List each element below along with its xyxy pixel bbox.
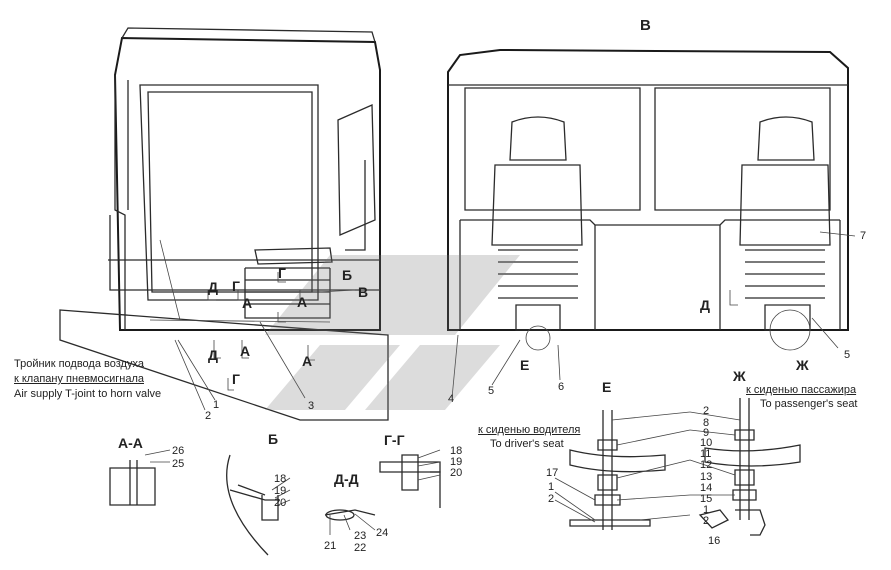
callout-19: 19 [274, 485, 287, 497]
callout-5: 5 [844, 349, 851, 361]
callout-11: 11 [700, 448, 712, 460]
section-title-e: Е [602, 379, 612, 395]
callout-2: 2 [703, 405, 710, 417]
callout-10: 10 [700, 437, 713, 449]
detail-e [554, 410, 691, 530]
callout-14: 14 [700, 482, 713, 494]
marker-b: Б [342, 267, 353, 283]
callout-5: 5 [488, 385, 495, 397]
section-g-g [379, 449, 441, 508]
caption-tee-en: Air supply T-joint to horn valve [14, 388, 162, 400]
section-title-a-a: А-А [118, 435, 143, 451]
callout-6: 6 [558, 381, 565, 393]
callout-3: 3 [308, 400, 315, 412]
section-a-a [109, 449, 171, 506]
marker-a: А [297, 294, 308, 310]
marker-a: А [242, 295, 253, 311]
section-b [226, 454, 291, 556]
marker-g: Г [232, 278, 240, 294]
callout-18: 18 [274, 473, 287, 485]
section-d-d [324, 509, 376, 535]
callout-16: 16 [708, 535, 721, 547]
marker-v: В [358, 284, 369, 300]
caption-driver-en: To driver's seat [490, 438, 564, 450]
marker-a: А [302, 353, 313, 369]
rear-view-label: В [640, 17, 651, 34]
section-title-g-g: Г-Г [384, 432, 405, 448]
callout-22: 22 [354, 542, 367, 554]
callout-2: 2 [548, 493, 555, 505]
callout-12: 12 [700, 459, 713, 471]
cab-rear-view [447, 48, 856, 399]
marker-zh: Ж [796, 357, 809, 373]
caption-pass-ru: к сиденью пассажира [746, 384, 857, 396]
callout-8: 8 [703, 417, 710, 429]
marker-a: А [240, 343, 251, 359]
callout-1: 1 [548, 481, 555, 493]
callout-21: 21 [324, 540, 337, 552]
marker-g: Г [278, 265, 286, 281]
callout-17: 17 [546, 467, 559, 479]
callout-24: 24 [376, 527, 389, 539]
callout-15: 15 [700, 493, 713, 505]
cab-side-view [59, 27, 389, 421]
callout-7: 7 [860, 230, 867, 242]
callout-25: 25 [172, 458, 185, 470]
section-title-zh: Ж [733, 368, 746, 384]
callout-2: 2 [703, 515, 710, 527]
callout-13: 13 [700, 471, 713, 483]
caption-pass-en: To passenger's seat [760, 398, 858, 410]
section-title-b: Б [268, 431, 279, 447]
callout-1: 1 [703, 504, 710, 516]
section-title-d-d: Д-Д [334, 471, 359, 487]
caption-tee-ru-2: к клапану пневмосигнала [14, 373, 144, 385]
callout-4: 4 [448, 393, 455, 405]
callout-9: 9 [703, 427, 710, 439]
callout-26: 26 [172, 445, 185, 457]
caption-driver-ru: к сиденью водителя [478, 424, 581, 436]
marker-d: Д [700, 297, 710, 313]
marker-d: Д [208, 347, 218, 363]
callout-23: 23 [354, 530, 367, 542]
marker-e: Е [520, 357, 530, 373]
callout-18: 18 [450, 445, 463, 457]
marker-d: Д [208, 279, 218, 295]
watermark-logo [265, 255, 520, 410]
callout-20: 20 [274, 497, 287, 509]
marker-g: Г [232, 371, 240, 387]
caption-tee-ru-1: Тройник подвода воздуха [14, 358, 144, 370]
callout-1: 1 [213, 399, 220, 411]
detail-zh [689, 398, 801, 536]
callout-2: 2 [205, 410, 212, 422]
callout-19: 19 [450, 456, 463, 468]
callout-20: 20 [450, 467, 463, 479]
